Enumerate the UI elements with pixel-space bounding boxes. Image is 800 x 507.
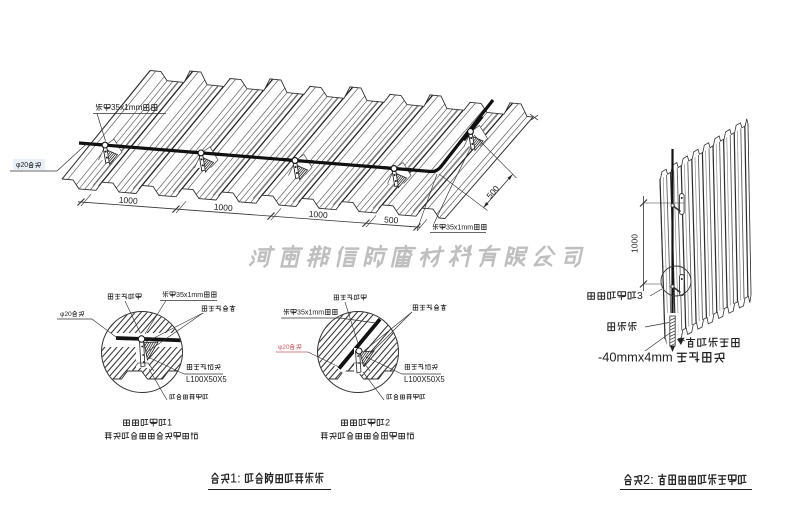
svg-text:35x1mm: 35x1mm xyxy=(446,223,473,231)
svg-text:35x1mm: 35x1mm xyxy=(111,103,143,112)
svg-text:1:: 1: xyxy=(230,471,241,486)
svg-text:1000: 1000 xyxy=(118,195,138,206)
svg-text:L100X50X5: L100X50X5 xyxy=(186,375,227,384)
svg-text:2: 2 xyxy=(385,418,390,428)
svg-text:φ20: φ20 xyxy=(278,344,290,351)
svg-text:2:: 2: xyxy=(643,472,654,487)
svg-text:1000: 1000 xyxy=(213,202,233,213)
svg-text:500: 500 xyxy=(384,214,399,225)
svg-text:φ20: φ20 xyxy=(16,162,28,169)
svg-text:-40mmx4mm: -40mmx4mm xyxy=(598,350,673,365)
svg-text:1: 1 xyxy=(167,418,172,428)
svg-text:3: 3 xyxy=(637,291,643,302)
svg-text:L100X50X5: L100X50X5 xyxy=(404,375,445,384)
svg-text:1000: 1000 xyxy=(630,234,640,253)
svg-text:35x1mm: 35x1mm xyxy=(176,291,203,299)
svg-text:1000: 1000 xyxy=(308,209,328,220)
svg-text:φ20: φ20 xyxy=(60,311,72,318)
svg-text:35x1mm: 35x1mm xyxy=(297,308,324,316)
